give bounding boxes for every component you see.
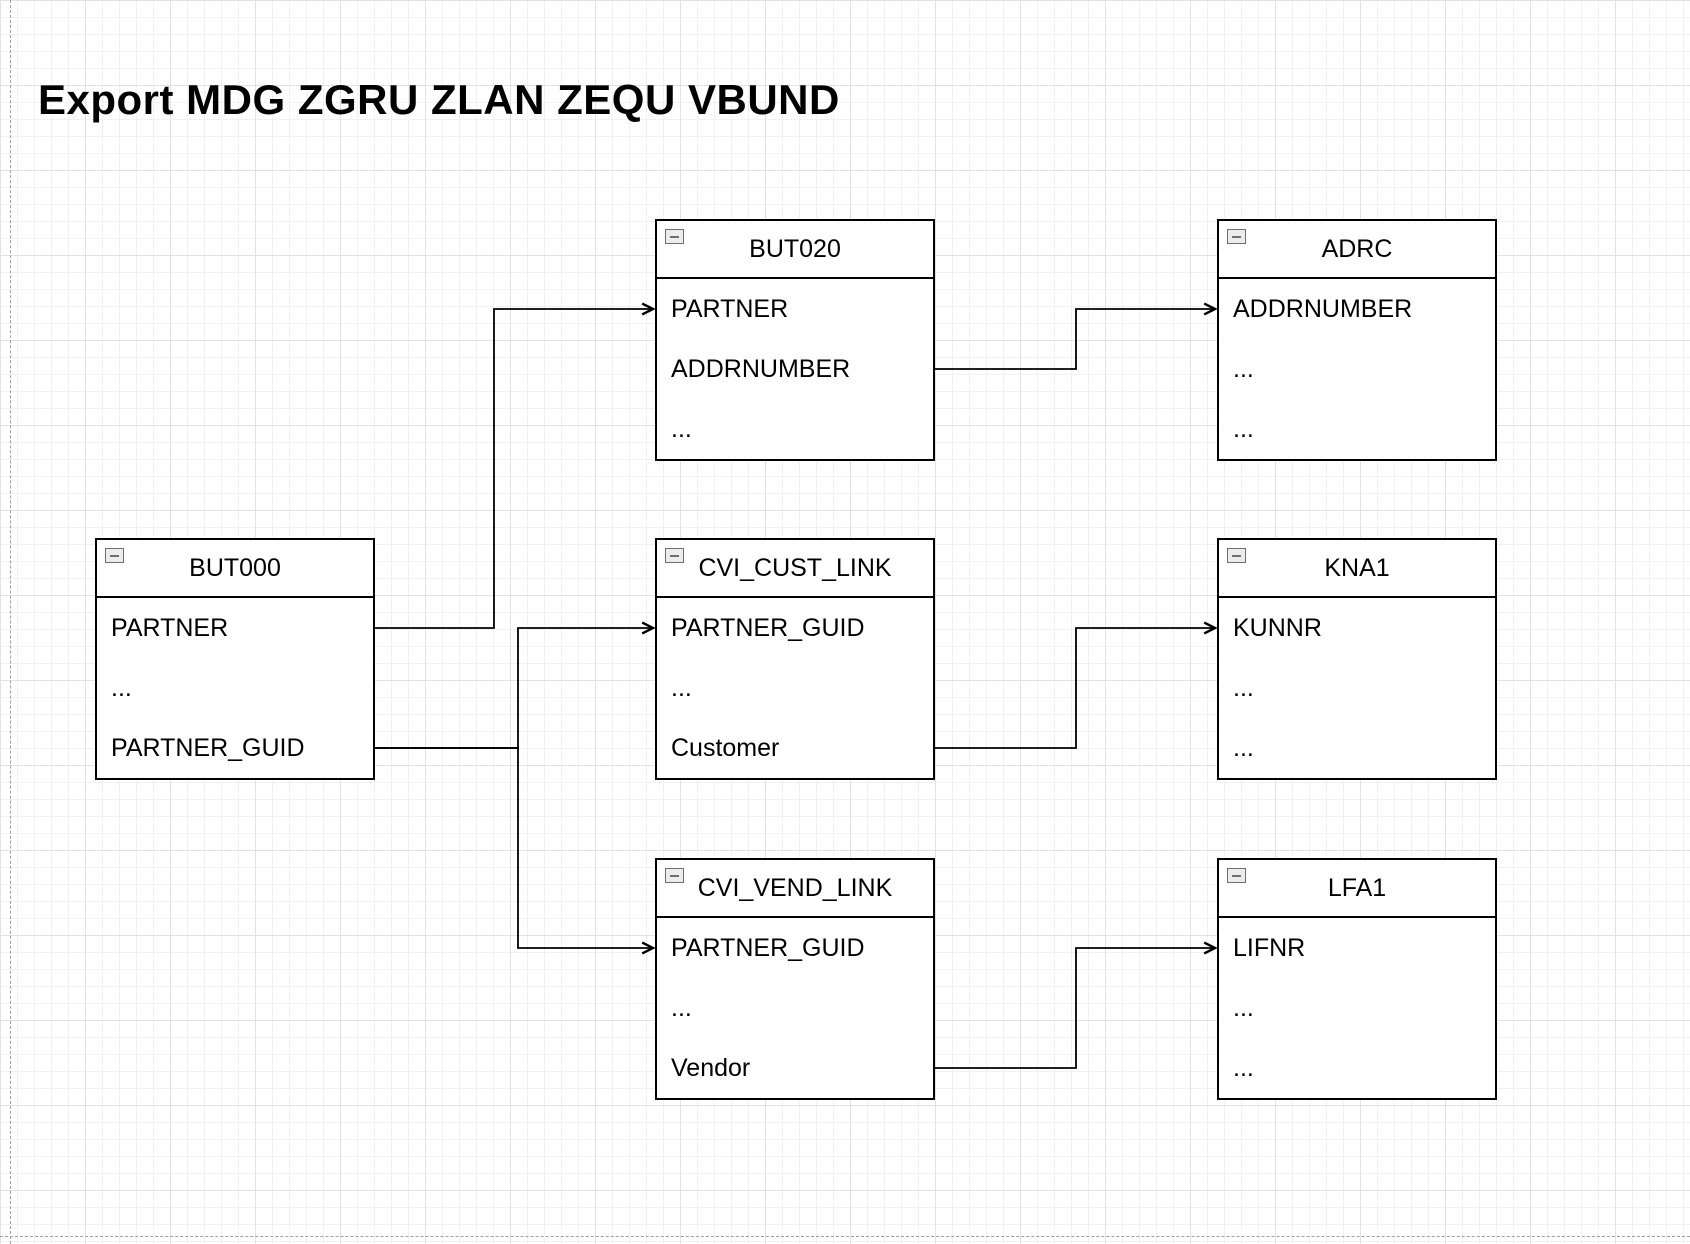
entity-header: BUT000 xyxy=(97,540,373,598)
entity-row[interactable]: ... xyxy=(1233,414,1254,443)
entity-row[interactable]: KUNNR xyxy=(1233,613,1322,642)
minus-icon xyxy=(670,235,679,238)
entity-title: CVI_VEND_LINK xyxy=(697,873,893,902)
entity-but000[interactable]: BUT000 PARTNER ... PARTNER_GUID xyxy=(95,538,375,780)
entity-row[interactable]: ... xyxy=(1233,733,1254,762)
entity-title: BUT000 xyxy=(189,553,281,582)
entity-row[interactable]: ... xyxy=(1233,1053,1254,1082)
entity-row[interactable]: PARTNER xyxy=(671,294,789,323)
entity-row[interactable]: ADDRNUMBER xyxy=(1233,294,1413,323)
minus-icon xyxy=(670,554,679,557)
minus-icon xyxy=(110,554,119,557)
connector-but000-partner-guid--cvi-cust-link-partner-guid[interactable] xyxy=(375,621,656,749)
entity-kna1[interactable]: KNA1 KUNNR ... ... xyxy=(1217,538,1497,780)
collapse-icon[interactable] xyxy=(105,548,124,563)
entity-row[interactable]: PARTNER xyxy=(111,613,229,642)
entity-row[interactable]: PARTNER_GUID xyxy=(671,613,865,642)
connector-but000-partner-guid--cvi-vend-link-partner-guid[interactable] xyxy=(375,747,656,955)
entity-title: LFA1 xyxy=(1327,873,1387,902)
entity-header: LFA1 xyxy=(1219,860,1495,918)
entity-row[interactable]: PARTNER_GUID xyxy=(671,933,865,962)
entity-header: ADRC xyxy=(1219,221,1495,279)
diagram-title[interactable]: Export MDG ZGRU ZLAN ZEQU VBUND xyxy=(38,76,840,123)
connector-but000-partner--but020-partner[interactable] xyxy=(375,302,656,629)
collapse-icon[interactable] xyxy=(1227,548,1246,563)
minus-icon xyxy=(1232,235,1241,238)
collapse-icon[interactable] xyxy=(1227,229,1246,244)
entity-title: ADRC xyxy=(1321,234,1393,263)
entity-row[interactable]: PARTNER_GUID xyxy=(111,733,305,762)
entity-header: CVI_CUST_LINK xyxy=(657,540,933,598)
entity-title: CVI_CUST_LINK xyxy=(698,553,892,582)
collapse-icon[interactable] xyxy=(665,868,684,883)
page-boundary-bottom xyxy=(0,1236,1690,1237)
entity-title: KNA1 xyxy=(1324,553,1390,582)
entity-row[interactable]: ADDRNUMBER xyxy=(671,354,851,383)
entity-row[interactable]: Vendor xyxy=(671,1053,751,1082)
collapse-icon[interactable] xyxy=(1227,868,1246,883)
entity-title: BUT020 xyxy=(749,234,841,263)
entity-but020[interactable]: BUT020 PARTNER ADDRNUMBER ... xyxy=(655,219,935,461)
entity-header: CVI_VEND_LINK xyxy=(657,860,933,918)
entity-row[interactable]: ... xyxy=(1233,673,1254,702)
minus-icon xyxy=(1232,554,1241,557)
collapse-icon[interactable] xyxy=(665,548,684,563)
entity-row[interactable]: ... xyxy=(671,993,692,1022)
entity-row[interactable]: ... xyxy=(1233,354,1254,383)
entity-row[interactable]: ... xyxy=(1233,993,1254,1022)
entity-row[interactable]: LIFNR xyxy=(1233,933,1306,962)
page-boundary-left xyxy=(10,0,11,1244)
entity-header: BUT020 xyxy=(657,221,933,279)
entity-row[interactable]: ... xyxy=(111,673,132,702)
entity-lfa1[interactable]: LFA1 LIFNR ... ... xyxy=(1217,858,1497,1100)
connector-cvi-cust-link-customer--kna1-kunnr[interactable] xyxy=(935,621,1218,749)
entity-cvi-vend-link[interactable]: CVI_VEND_LINK PARTNER_GUID ... Vendor xyxy=(655,858,935,1100)
minus-icon xyxy=(1232,874,1241,877)
entity-row[interactable]: ... xyxy=(671,673,692,702)
entity-header: KNA1 xyxy=(1219,540,1495,598)
entity-row[interactable]: Customer xyxy=(671,733,780,762)
minus-icon xyxy=(670,874,679,877)
connector-cvi-vend-link-vendor--lfa1-lifnr[interactable] xyxy=(935,941,1218,1069)
connector-but020-addrnumber--adrc-addrnumber[interactable] xyxy=(935,302,1218,370)
collapse-icon[interactable] xyxy=(665,229,684,244)
entity-row[interactable]: ... xyxy=(671,414,692,443)
entity-adrc[interactable]: ADRC ADDRNUMBER ... ... xyxy=(1217,219,1497,461)
entity-cvi-cust-link[interactable]: CVI_CUST_LINK PARTNER_GUID ... Customer xyxy=(655,538,935,780)
